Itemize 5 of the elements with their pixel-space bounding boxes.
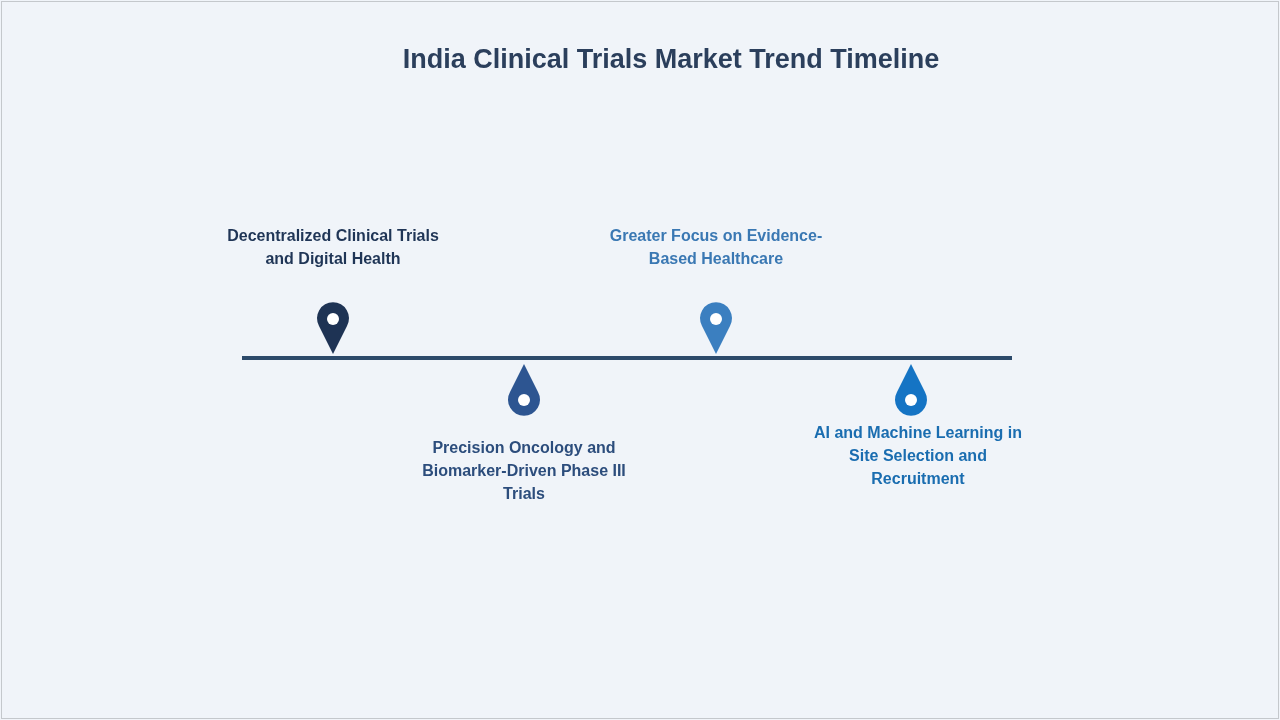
diagram-title: India Clinical Trials Market Trend Timeline [401,44,941,75]
trend-label: Greater Focus on Evidence-Based Healthcare [608,226,824,269]
trend-label: Precision Oncology and Biomarker-Driven Phase III Trials [421,438,627,504]
trend-label: AI and Machine Learning in Site Selection and Recruitment [813,423,1023,489]
trend-label: Decentralized Clinical Trials and Digital Health [226,226,440,269]
